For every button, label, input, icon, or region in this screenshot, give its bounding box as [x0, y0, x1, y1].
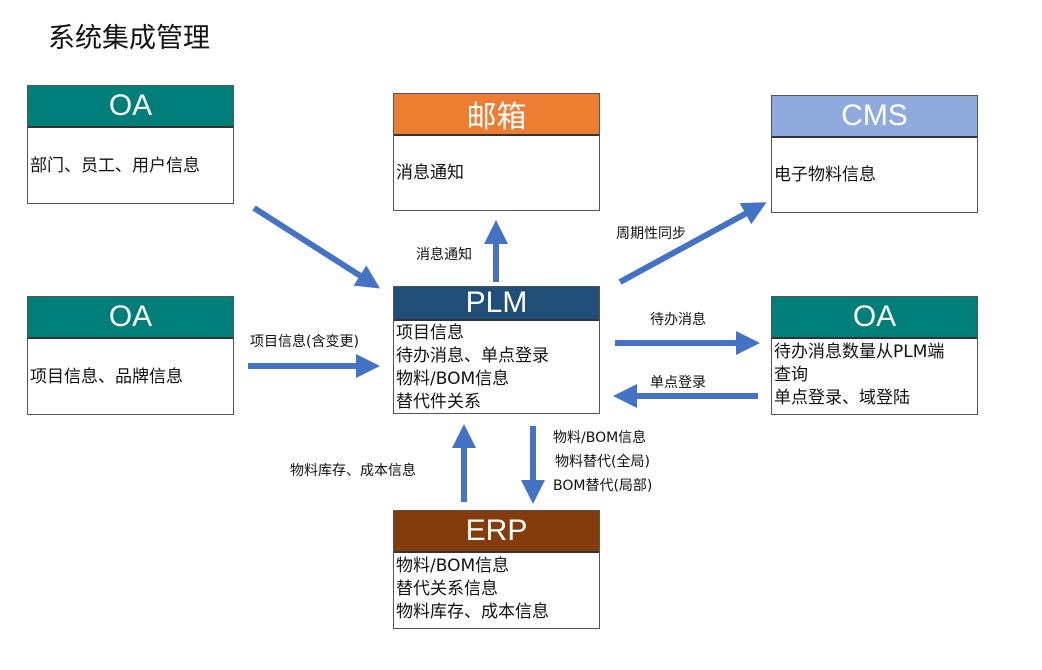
node-oa-org[interactable]: OA 部门、员工、用户信息	[27, 85, 234, 204]
edge-label-oa-to-plm-sso: 单点登录	[650, 375, 706, 391]
node-header: OA	[772, 297, 977, 339]
node-line: 替代件关系	[396, 392, 481, 412]
edge-label-line: 物料/BOM信息	[553, 430, 647, 446]
node-cms[interactable]: CMS 电子物料信息	[771, 95, 978, 213]
edge-label-plm-to-oa-todo: 待办消息	[650, 312, 706, 328]
node-header: CMS	[772, 96, 977, 138]
arrow-oa-top-to-plm	[252, 205, 381, 289]
node-erp[interactable]: ERP 物料/BOM信息 替代关系信息 物料库存、成本信息	[393, 510, 600, 629]
node-line: 查询	[774, 365, 808, 385]
edge-label-plm-to-cms: 周期性同步	[616, 226, 686, 242]
node-header: OA	[28, 297, 233, 339]
node-line: 待办消息数量从PLM端	[774, 342, 945, 362]
node-line: 物料/BOM信息	[396, 369, 510, 389]
edge-label-line: 物料替代(全局)	[555, 454, 650, 470]
node-oa-todo[interactable]: OA 待办消息数量从PLM端 查询 单点登录、域登陆	[771, 296, 978, 415]
node-header: OA	[28, 86, 233, 128]
edge-label-line: BOM替代(局部)	[553, 478, 653, 494]
node-line: 物料库存、成本信息	[396, 602, 549, 622]
node-line: 物料/BOM信息	[396, 556, 510, 576]
edge-label-erp-to-plm: 物料库存、成本信息	[290, 463, 416, 479]
edge-label-oa-to-plm: 项目信息(含变更)	[250, 334, 359, 350]
node-line: 项目信息	[396, 323, 464, 343]
node-line: 项目信息、品牌信息	[30, 366, 183, 387]
node-header: 邮箱	[394, 94, 599, 136]
node-oa-project[interactable]: OA 项目信息、品牌信息	[27, 296, 234, 415]
node-header: ERP	[394, 511, 599, 553]
node-line: 电子物料信息	[774, 165, 876, 185]
node-line: 替代关系信息	[396, 579, 498, 599]
arrow-plm-to-cms	[618, 202, 767, 285]
node-header: PLM	[394, 286, 599, 321]
node-line: 单点登录、域登陆	[774, 388, 910, 408]
node-mail[interactable]: 邮箱 消息通知	[393, 93, 600, 211]
node-line: 消息通知	[396, 163, 464, 183]
page-title: 系统集成管理	[48, 23, 210, 54]
edge-label-plm-to-erp: 物料/BOM信息 物料替代(全局) BOM替代(局部)	[553, 426, 652, 498]
node-line: 待办消息、单点登录	[396, 346, 549, 366]
edge-label-plm-to-mail: 消息通知	[416, 247, 472, 263]
node-line: 部门、员工、用户信息	[30, 155, 200, 176]
node-plm[interactable]: PLM 项目信息 待办消息、单点登录 物料/BOM信息 替代件关系	[393, 286, 600, 414]
